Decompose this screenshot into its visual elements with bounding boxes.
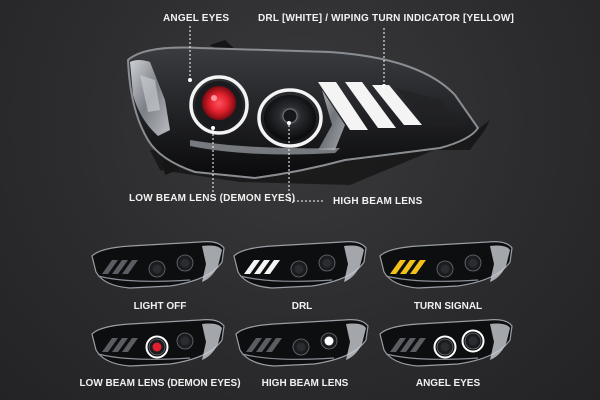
callout-drl: DRL [WHITE] / WIPING TURN INDICATOR [YEL… [258, 13, 514, 24]
callout-low-beam: LOW BEAM LENS (DEMON EYES) [129, 193, 296, 204]
thumbnail-headlight [233, 241, 367, 289]
thumb-high-beam-lens [468, 336, 478, 346]
thumb-high-beam-lens [322, 258, 332, 268]
thumb-drl-strip [254, 260, 270, 274]
thumb-drl-strip [112, 260, 128, 274]
thumb-demon-lens [440, 264, 450, 274]
thumb-caption-turn-signal: TURN SIGNAL [413, 301, 483, 312]
thumb-demon-lens [296, 342, 306, 352]
thumb-drl-strip [410, 260, 426, 274]
thumb-drl-strip [244, 260, 260, 274]
thumb-drl-strip [390, 260, 406, 274]
demon-eye-lens [202, 86, 236, 120]
callout-high-beam: HIGH BEAM LENS [333, 196, 423, 207]
thumb-demon-lens [152, 264, 162, 274]
thumb-drl-strip [246, 338, 262, 352]
thumb-drl-strip [390, 338, 406, 352]
thumb-caption-angel-eyes: ANGEL EYES [415, 378, 481, 389]
thumb-high-beam-lens [468, 258, 478, 268]
thumb-drl-strip [256, 338, 272, 352]
thumb-drl-strip [122, 338, 138, 352]
thumbnail-headlight [91, 241, 225, 289]
thumb-drl-strip [102, 260, 118, 274]
thumbnail-headlight [235, 319, 369, 367]
thumb-drl-strip [122, 260, 138, 274]
thumb-drl-strip [102, 338, 118, 352]
thumb-caption-drl: DRL [291, 301, 313, 312]
thumb-demon-lens [440, 342, 450, 352]
thumb-demon-lens [294, 264, 304, 274]
thumb-high-beam-lens [180, 258, 190, 268]
thumb-drl-strip [266, 338, 282, 352]
thumbnail-headlight [379, 319, 513, 367]
drl-strips [318, 82, 422, 130]
thumb-drl-strip [112, 338, 128, 352]
thumb-drl-strip [264, 260, 280, 274]
thumbnail-headlight [379, 241, 513, 289]
thumb-demon-lens [152, 342, 162, 352]
callout-angel-eyes: ANGEL EYES [163, 13, 230, 24]
thumb-high-beam-lens [324, 336, 334, 346]
thumb-drl-strip [410, 338, 426, 352]
thumb-caption-low-beam: LOW BEAM LENS (DEMON EYES) [79, 378, 241, 389]
thumb-caption-light-off: LIGHT OFF [133, 301, 187, 312]
thumbnail-headlight [91, 319, 225, 367]
thumb-caption-high-beam: HIGH BEAM LENS [261, 378, 349, 389]
thumb-drl-strip [400, 260, 416, 274]
thumb-drl-strip [400, 338, 416, 352]
thumb-high-beam-lens [180, 336, 190, 346]
